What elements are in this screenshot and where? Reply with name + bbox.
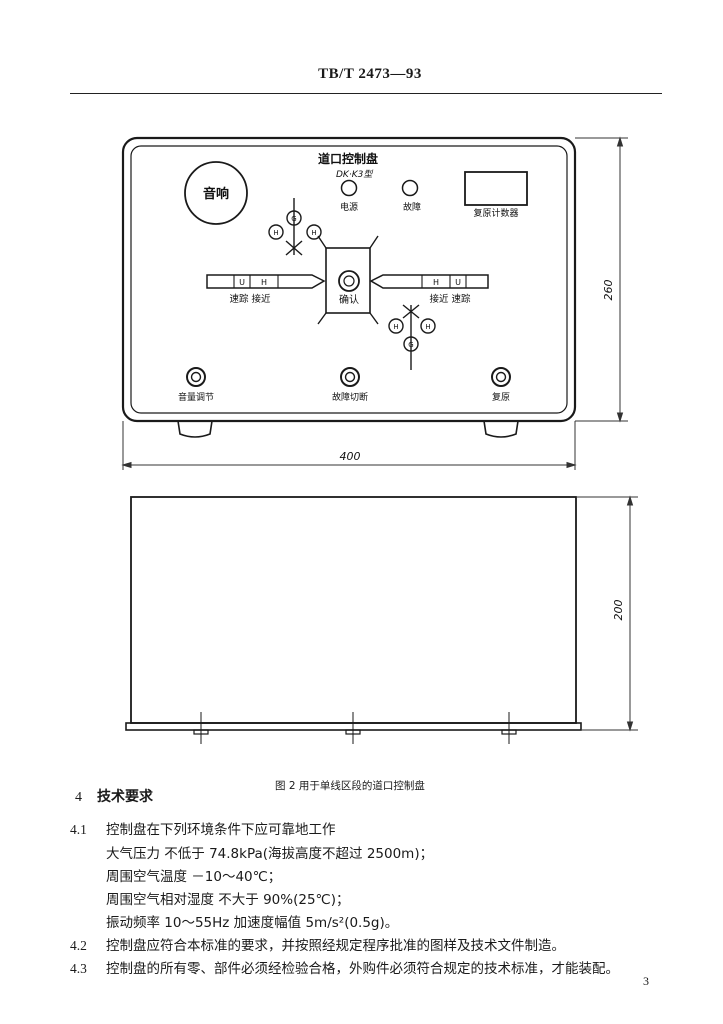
condition-humidity: 周围空气相对湿度 不大于 90%(25℃)；	[106, 892, 350, 908]
center-confirm-label: 确认	[339, 293, 359, 306]
volume-knob-icon	[186, 367, 206, 387]
depth-dimension	[576, 495, 638, 732]
clause-4-2: 4.2 控制盘应符合本标准的要求，并按照经规定程序批准的图样及技术文件制造。	[70, 934, 565, 954]
fault-cut-button-icon	[340, 367, 360, 387]
condition-pressure: 大气压力 不低于 74.8kPa(海拔高度不超过 2500m)；	[106, 846, 434, 862]
top-signal-g-icon	[286, 210, 302, 226]
top-view-box	[130, 496, 577, 724]
power-indicator-label: 电源	[340, 201, 358, 213]
bottom-signal-g-icon	[403, 336, 419, 352]
top-signal-h-right-letter: H	[311, 229, 316, 237]
header-rule	[70, 93, 662, 94]
bottom-signal-g-letter: G	[408, 341, 413, 349]
front-view	[121, 136, 577, 438]
top-signal-cross-b	[285, 240, 303, 256]
bottom-signal-h-left-icon	[388, 318, 404, 334]
figure-caption: 图 2 用于单线区段的道口控制盘	[275, 780, 425, 792]
top-signal-h-left-icon	[268, 224, 284, 240]
fault-indicator-icon	[401, 179, 419, 197]
left-direction-arrow	[206, 274, 326, 289]
panel-title: 道口控制盘	[318, 151, 378, 166]
bottom-signal-h-right-letter: H	[425, 323, 430, 331]
clause-text: 控制盘在下列环境条件下应可靠地工作	[106, 822, 336, 838]
clause-4-1: 4.1 控制盘在下列环境条件下应可靠地工作	[70, 818, 336, 838]
page-number: 3	[643, 974, 649, 988]
height-dimension	[575, 136, 628, 423]
sound-dial	[184, 161, 248, 225]
condition-vibration: 振动频率 10～55Hz 加速度幅值 5m/s²(0.5g)。	[106, 915, 399, 931]
top-signal-g-letter: G	[291, 215, 296, 223]
section-number: 4	[75, 790, 82, 805]
right-bottom-labels: 接近 速踪	[429, 293, 471, 305]
right-arrow-label-u: U	[455, 278, 461, 287]
clause-number: 4.3	[70, 961, 87, 976]
reset-counter-label: 复原计数器	[473, 207, 518, 219]
top-signal-h-left-letter: H	[273, 229, 278, 237]
control-panel-drawing: 道口控制盘 DK·K3型 音响 电源 故障 复原计数器 G H H H H G …	[121, 136, 638, 744]
sound-dial-label: 音响	[203, 186, 229, 202]
left-foot	[177, 420, 213, 438]
left-arrow-label-h: H	[261, 278, 267, 287]
height-dimension-label: 260	[602, 280, 615, 301]
confirm-button-icon	[338, 270, 360, 292]
bottom-signal-cross-b	[402, 304, 420, 319]
front-inner-frame	[130, 145, 568, 414]
width-dimension	[121, 421, 577, 470]
depth-dimension-label: 200	[612, 600, 625, 621]
bottom-signal-h-right-icon	[420, 318, 436, 334]
top-signal-h-right-icon	[306, 224, 322, 240]
fault-cut-label: 故障切断	[332, 391, 368, 403]
power-indicator-icon	[340, 179, 358, 197]
standard-code: TB/T 2473—93	[318, 66, 422, 82]
fault-indicator-label: 故障	[403, 201, 421, 213]
clause-text: 控制盘应符合本标准的要求，并按照经规定程序批准的图样及技术文件制造。	[106, 938, 565, 954]
panel-model: DK·K3型	[336, 169, 373, 180]
right-direction-arrow	[369, 274, 489, 289]
clause-4-3: 4.3 控制盘的所有零、部件必须经检验合格，外购件必须符合规定的技术标准，才能装配…	[70, 957, 619, 977]
front-outer-frame	[121, 136, 577, 423]
condition-temperature: 周围空气温度 －10～40℃；	[106, 869, 282, 885]
reset-button-label: 复原	[492, 391, 510, 403]
section-title: 技术要求	[97, 789, 153, 805]
width-dimension-label: 400	[340, 450, 361, 463]
right-foot	[483, 420, 519, 438]
left-arrow-label-u: U	[239, 278, 245, 287]
top-view	[125, 496, 582, 744]
left-bottom-labels: 速踪 接近	[229, 293, 271, 305]
clause-text: 控制盘的所有零、部件必须经检验合格，外购件必须符合规定的技术标准，才能装配。	[106, 961, 619, 977]
volume-knob-label: 音量调节	[178, 391, 214, 403]
clause-number: 4.2	[70, 938, 87, 953]
clause-number: 4.1	[70, 822, 87, 837]
reset-counter-window	[464, 171, 528, 206]
right-arrow-label-h: H	[433, 278, 439, 287]
bottom-signal-h-left-letter: H	[393, 323, 398, 331]
center-confirm-box	[325, 247, 371, 314]
reset-button-icon	[491, 367, 511, 387]
section-heading: 4 技术要求	[75, 786, 153, 806]
